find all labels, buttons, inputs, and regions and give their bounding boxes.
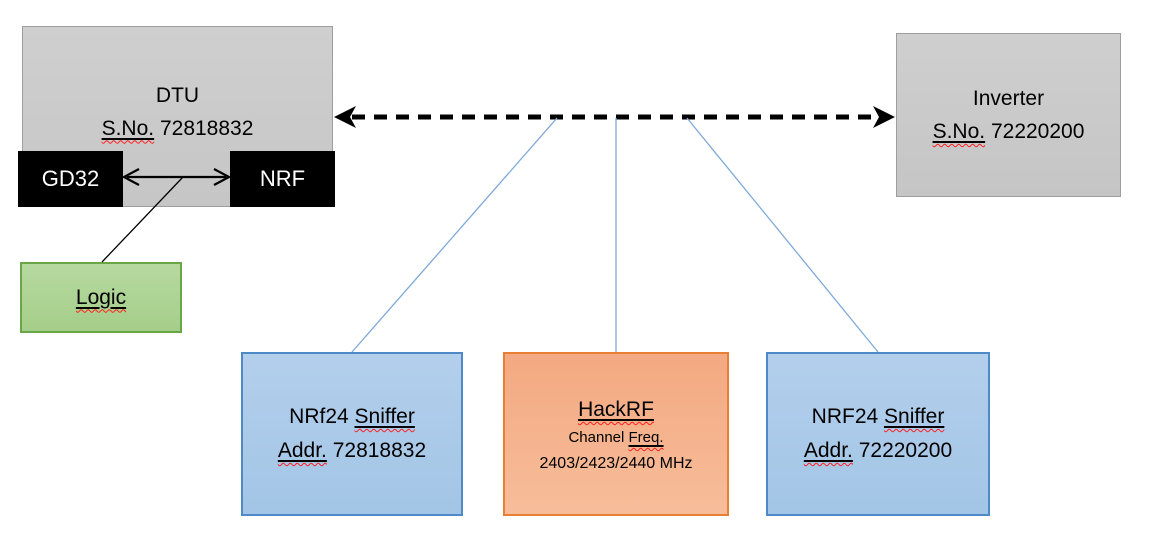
sniffer-dtu-addr-value: 72818832: [326, 439, 427, 462]
dtu-title: DTU: [155, 83, 200, 107]
inverter-serial-label: S.No.: [932, 120, 986, 143]
gd32-label: GD32: [41, 166, 100, 191]
hackrf-channel-prefix: Channel: [568, 429, 629, 446]
gd32-chip: GD32: [18, 151, 123, 207]
line-to-sniffer-dtu: [351, 117, 558, 353]
sniffer-inverter-name-word: Sniffer: [884, 405, 945, 428]
nrf-chip: NRF: [230, 151, 335, 207]
dtu-logic-line: [101, 176, 184, 263]
hackrf-title: HackRF: [578, 398, 654, 421]
sniffer-dtu-name-prefix: NRf24: [289, 405, 355, 428]
sniffer-inverter-addr-label: Addr.: [803, 439, 853, 462]
logic-box: Logic: [20, 262, 182, 333]
inverter-title: Inverter: [972, 87, 1045, 110]
sniffer-dtu-addr: Addr. 72818832: [278, 434, 426, 468]
hackrf-title-line: HackRF: [578, 395, 654, 425]
hackrf-box: HackRF Channel Freq. 2403/2423/2440 MHz: [503, 352, 729, 516]
dtu-serial: S.No. 72818832: [102, 112, 254, 145]
logic-label-line: Logic: [76, 286, 126, 310]
gd32-nrf-arrow: [121, 168, 232, 186]
gd32-arrowhead-icon: [121, 168, 140, 186]
hackrf-frequencies: 2403/2423/2440 MHz: [539, 455, 693, 472]
inverter-box: Inverter S.No. 72220200: [896, 33, 1121, 197]
hackrf-freq-word: Freq.: [628, 429, 664, 446]
sniffer-connector-lines: [351, 117, 879, 353]
sniffer-dtu-addr-label: Addr.: [277, 439, 327, 462]
inverter-serial-value: 72220200: [985, 120, 1085, 143]
sniffer-dtu-box: NRf24 Sniffer Addr. 72818832: [241, 352, 463, 516]
logic-label: Logic: [75, 285, 127, 309]
sniffer-inverter-addr: Addr. 72220200: [804, 434, 952, 468]
sniffer-dtu-name: NRf24 Sniffer: [289, 400, 415, 434]
arrowhead-left-icon: [334, 106, 356, 128]
dtu-serial-label: S.No.: [101, 116, 155, 140]
hackrf-channel-line: Channel Freq.: [568, 425, 663, 451]
inverter-serial: S.No. 72220200: [933, 115, 1085, 148]
sniffer-inverter-box: NRF24 Sniffer Addr. 72220200: [766, 352, 990, 516]
nrf-label: NRF: [259, 166, 306, 191]
nrf-arrowhead-icon: [213, 168, 232, 186]
sniffer-inverter-addr-value: 72220200: [852, 439, 953, 462]
dtu-inverter-dashed-arrow: [334, 106, 895, 128]
sniffer-dtu-name-word: Sniffer: [354, 405, 415, 428]
dtu-serial-value: 72818832: [154, 116, 254, 140]
sniffer-inverter-name: NRF24 Sniffer: [812, 400, 945, 434]
sniffer-inverter-name-prefix: NRF24: [811, 405, 885, 428]
arrowhead-right-icon: [873, 106, 895, 128]
line-to-sniffer-inverter: [686, 117, 879, 353]
